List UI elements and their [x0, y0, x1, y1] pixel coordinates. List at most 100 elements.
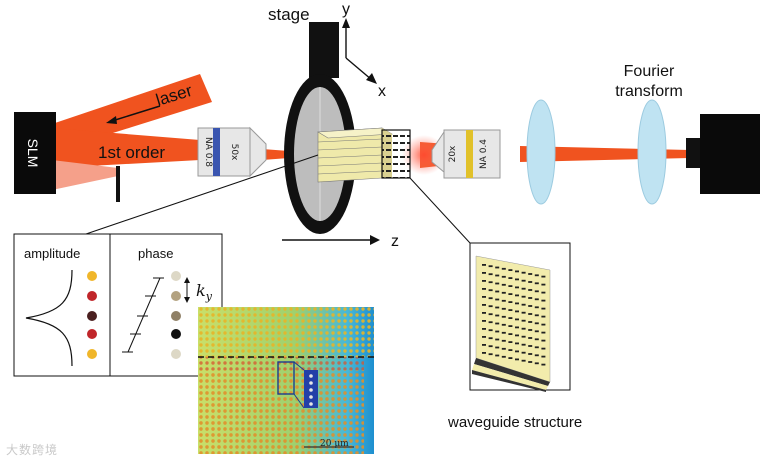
objective-20x: 20x NA 0.4 [431, 129, 501, 179]
objective-2-na: NA 0.4 [479, 139, 489, 169]
waveguide-hole [482, 288, 486, 290]
waveguide-hole [495, 322, 500, 325]
waveguide-hole [534, 282, 539, 285]
waveguide-hole [528, 273, 533, 275]
waveguide-hole [528, 321, 533, 323]
laser-direction-arrow [106, 105, 161, 124]
waveguide-hole [528, 361, 533, 363]
waveguide-hole [482, 296, 486, 298]
waveguide-hole [534, 274, 539, 277]
waveguide-hole [528, 297, 533, 299]
waveguide-hole [515, 294, 519, 297]
waveguide-hole [488, 345, 493, 348]
waveguide-hole [521, 343, 526, 346]
sample-waveguide-block [317, 127, 411, 183]
watermark-text: 大数跨境 [6, 443, 59, 457]
waveguide-hole [482, 320, 486, 322]
first-order-label: 1st order [98, 143, 165, 162]
waveguide-hole [501, 291, 506, 294]
waveguide-hole [488, 313, 493, 316]
amplitude-dot [87, 291, 97, 301]
waveguide-hole [508, 349, 513, 351]
waveguide-hole [495, 346, 500, 349]
selected-column-box [277, 361, 295, 395]
waveguide-hole [508, 357, 513, 359]
waveguide-hole [495, 330, 500, 333]
axis-x-label: x [378, 83, 386, 100]
waveguide-hole [521, 359, 526, 362]
waveguide-hole [508, 301, 513, 303]
waveguide-hole [541, 355, 546, 358]
waveguide-hole [521, 335, 526, 338]
phase-label: phase [138, 246, 173, 261]
waveguide-hole [534, 338, 539, 341]
waveguide-hole [541, 347, 546, 350]
waveguide-hole [515, 318, 519, 321]
waveguide-hole [534, 354, 539, 357]
z-axis-arrow [282, 235, 380, 245]
waveguide-hole [508, 317, 513, 319]
waveguide-hole-grid [482, 264, 546, 366]
waveguide-hole [534, 322, 539, 325]
slm-label: SLM [25, 139, 41, 168]
waveguide-hole [495, 290, 500, 293]
waveguide-hole [534, 314, 539, 317]
connector-waveguide-1 [409, 177, 471, 244]
waveguide-hole [508, 285, 513, 287]
waveguide-hole [515, 334, 519, 337]
waveguide-hole [488, 297, 493, 300]
waveguide-hole [501, 299, 506, 302]
phase-dot [171, 329, 181, 339]
waveguide-hole [495, 266, 500, 269]
amplitude-dot [87, 271, 97, 281]
first-order-beam [52, 128, 200, 168]
phase-dot [171, 349, 181, 359]
scalebar-label: 20 μm [320, 439, 349, 449]
stage-mount [284, 22, 356, 234]
waveguide-hole [482, 304, 486, 306]
ky-arrow [184, 277, 190, 303]
waveguide-hole [521, 327, 526, 330]
amplitude-dot [87, 329, 97, 339]
fourier-label-line1: Fourier [624, 63, 675, 80]
phase-dot [171, 271, 181, 281]
waveguide-hole [488, 353, 493, 356]
waveguide-hole [488, 329, 493, 332]
waveguide-hole [521, 271, 526, 274]
camera [686, 114, 760, 194]
waveguide-hole [541, 307, 546, 310]
waveguide-hole [508, 309, 513, 311]
waveguide-hole [515, 310, 519, 313]
phase-ramp-ticks [122, 277, 164, 353]
waveguide-hole [541, 323, 546, 326]
waveguide-hole [541, 331, 546, 334]
objective-50x: NA 0.8 50x [197, 126, 267, 178]
zoomed-column-dots [309, 374, 313, 406]
waveguide-hole [534, 298, 539, 301]
stage-label: stage [268, 5, 310, 24]
waveguide-hole [521, 287, 526, 290]
waveguide-hole [495, 282, 500, 285]
waveguide-hole [488, 337, 493, 340]
waveguide-hole [501, 347, 506, 350]
waveguide-hole [515, 342, 519, 345]
waveguide-hole [541, 299, 546, 302]
zero-order-beam [52, 160, 118, 190]
waveguide-hole [528, 337, 533, 339]
waveguide-hole [521, 295, 526, 298]
phase-dot [171, 311, 181, 321]
axis-z-label: z [391, 233, 399, 250]
input-profile-inset: amplitude phase ky [13, 233, 223, 377]
waveguide-hole [528, 353, 533, 355]
waveguide-hole [501, 283, 506, 286]
waveguide-hole [495, 314, 500, 317]
connector-inset-to-sample [85, 154, 319, 235]
waveguide-hole [501, 339, 506, 342]
waveguide-hole [515, 278, 519, 281]
waveguide-hole [482, 352, 486, 354]
waveguide-structure-inset [469, 242, 571, 392]
beam-block [116, 166, 120, 202]
waveguide-hole [482, 280, 486, 282]
fourier-lens [637, 99, 667, 205]
waveguide-hole [488, 289, 493, 292]
